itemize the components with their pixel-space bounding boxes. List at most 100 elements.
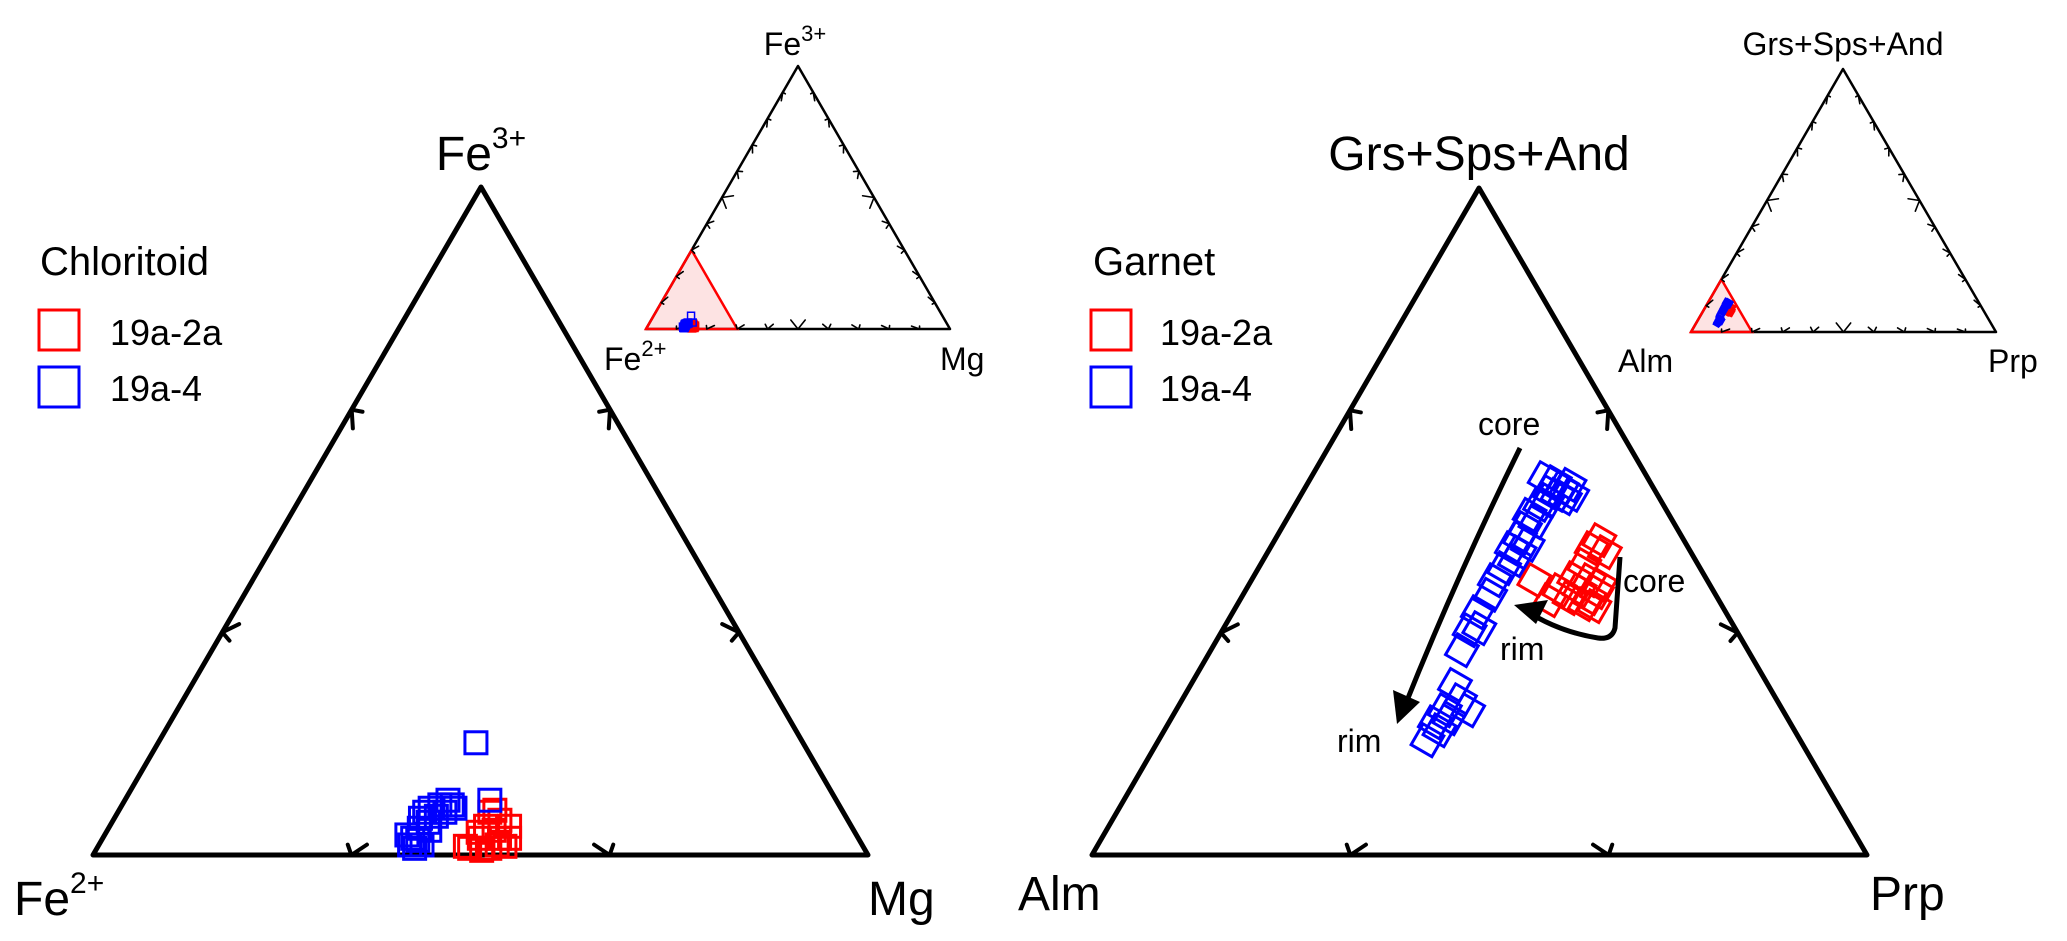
inset-tick — [851, 324, 861, 330]
inset-tick — [1780, 327, 1791, 333]
legend-marker-blue — [37, 365, 81, 409]
inset-tick — [764, 323, 775, 330]
inset-data-point — [1715, 315, 1726, 326]
chloritoid-ternary-chart: Fe3+ Fe2+ Mg Chloritoid 19a-2a 19a-4 Fe3… — [14, 21, 984, 926]
axis-tick — [1718, 622, 1740, 643]
inset-tick — [1898, 173, 1905, 183]
axis-tick — [1591, 842, 1615, 857]
data-point — [1409, 721, 1446, 759]
data-point — [1471, 576, 1509, 614]
legend-label: 19a-2a — [110, 312, 223, 353]
triangle-outline — [1089, 185, 1870, 858]
data-point — [423, 803, 449, 829]
legend-label: 19a-4 — [110, 368, 202, 409]
inset-tick — [861, 194, 875, 210]
inset-tick — [1973, 299, 1982, 308]
inset-tick — [911, 270, 921, 280]
inset-tick — [690, 245, 700, 254]
apex-label-bottom-right: Mg — [868, 873, 935, 926]
data-point — [1443, 631, 1481, 669]
data-point — [402, 835, 428, 861]
inset-tick — [1751, 223, 1760, 233]
axis-tick — [597, 407, 612, 431]
legend-marker-blue — [1089, 365, 1133, 409]
axis-tick — [220, 622, 242, 643]
data-point — [1421, 711, 1458, 749]
apex-label-top: Fe3+ — [436, 122, 526, 181]
inset-label-top: Grs+Sps+And — [1743, 26, 1944, 62]
inset-tick — [1956, 328, 1967, 333]
data-point — [477, 787, 503, 813]
inset-frame — [643, 64, 952, 331]
data-point — [1553, 476, 1591, 514]
data-point — [1476, 561, 1514, 599]
inset-tick — [1809, 326, 1820, 333]
inset-tick — [660, 296, 669, 305]
inset-tick — [1750, 327, 1761, 333]
data-point — [1531, 581, 1569, 619]
inset-tick — [1720, 328, 1731, 333]
series-19a-4 — [1409, 459, 1591, 759]
data-points — [1409, 459, 1624, 759]
inset-data-point — [680, 323, 689, 333]
legend-title: Chloritoid — [40, 240, 209, 284]
inset-tick — [1883, 147, 1890, 157]
zoom-region-fill — [646, 250, 738, 329]
apex-label-bottom-right: Prp — [1870, 868, 1945, 921]
inset-tick — [1926, 327, 1937, 333]
inset-tick — [675, 270, 685, 280]
inset-tick — [735, 324, 745, 330]
data-point — [1449, 691, 1487, 729]
data-point — [452, 833, 478, 859]
apex-label-top: Grs+Sps+And — [1328, 128, 1630, 181]
garnet-ternary-chart: Grs+Sps+And Alm Prp Garnet 19a-2a 19a-4 … — [1018, 26, 2038, 921]
axis-tick — [720, 622, 741, 643]
inset-tick — [1735, 248, 1745, 257]
inset-ternary: Grs+Sps+And Alm Prp — [1618, 26, 2038, 379]
legend-marker-red — [1089, 308, 1133, 352]
inset-tick — [1705, 299, 1714, 308]
inset-series-19a-4 — [1712, 297, 1734, 329]
inset-tick — [821, 323, 832, 330]
axis-tick — [1348, 408, 1363, 432]
ternary-frame — [1089, 185, 1870, 858]
inset-tick — [824, 117, 830, 128]
inset-tick — [789, 319, 807, 330]
apex-label-bottom-left: Fe2+ — [14, 867, 104, 926]
inset-tick — [852, 170, 860, 180]
legend: Chloritoid 19a-2a 19a-4 — [37, 240, 223, 409]
inset-tick — [896, 245, 906, 254]
inset-tick — [1781, 173, 1789, 183]
inset-label-bottom-left: Alm — [1618, 343, 1673, 379]
inset-label-bottom-right: Mg — [940, 341, 984, 377]
inset-series-19a-4 — [678, 311, 697, 333]
inset-tick — [1867, 326, 1878, 333]
legend-marker-red — [37, 308, 81, 352]
inset-tick — [780, 91, 787, 102]
inset-tick — [1854, 94, 1861, 105]
axis-tick — [1219, 622, 1240, 643]
inset-tick — [1720, 273, 1730, 283]
data-point — [1531, 473, 1569, 511]
inset-ticks — [1705, 94, 1982, 333]
data-point — [1521, 486, 1559, 524]
data-point — [1485, 549, 1523, 587]
arrowhead-19a-4 — [1393, 690, 1420, 724]
data-point — [409, 832, 435, 858]
data-point — [497, 825, 523, 851]
data-point — [417, 817, 443, 843]
trend-arrows: core rim core rim — [1337, 406, 1685, 759]
axis-tick — [345, 842, 369, 857]
data-points — [394, 730, 523, 863]
axis-tick — [1595, 408, 1611, 432]
inset-tick — [1927, 223, 1936, 232]
arrowhead-19a-2a — [1514, 600, 1548, 624]
ternary-ticks — [220, 407, 741, 857]
data-point — [1581, 566, 1619, 604]
inset-points — [1712, 297, 1737, 329]
annotation-core: core — [1623, 563, 1685, 599]
axis-tick — [1344, 842, 1368, 857]
legend-label: 19a-4 — [1160, 368, 1252, 409]
legend: Garnet 19a-2a 19a-4 — [1089, 240, 1273, 409]
